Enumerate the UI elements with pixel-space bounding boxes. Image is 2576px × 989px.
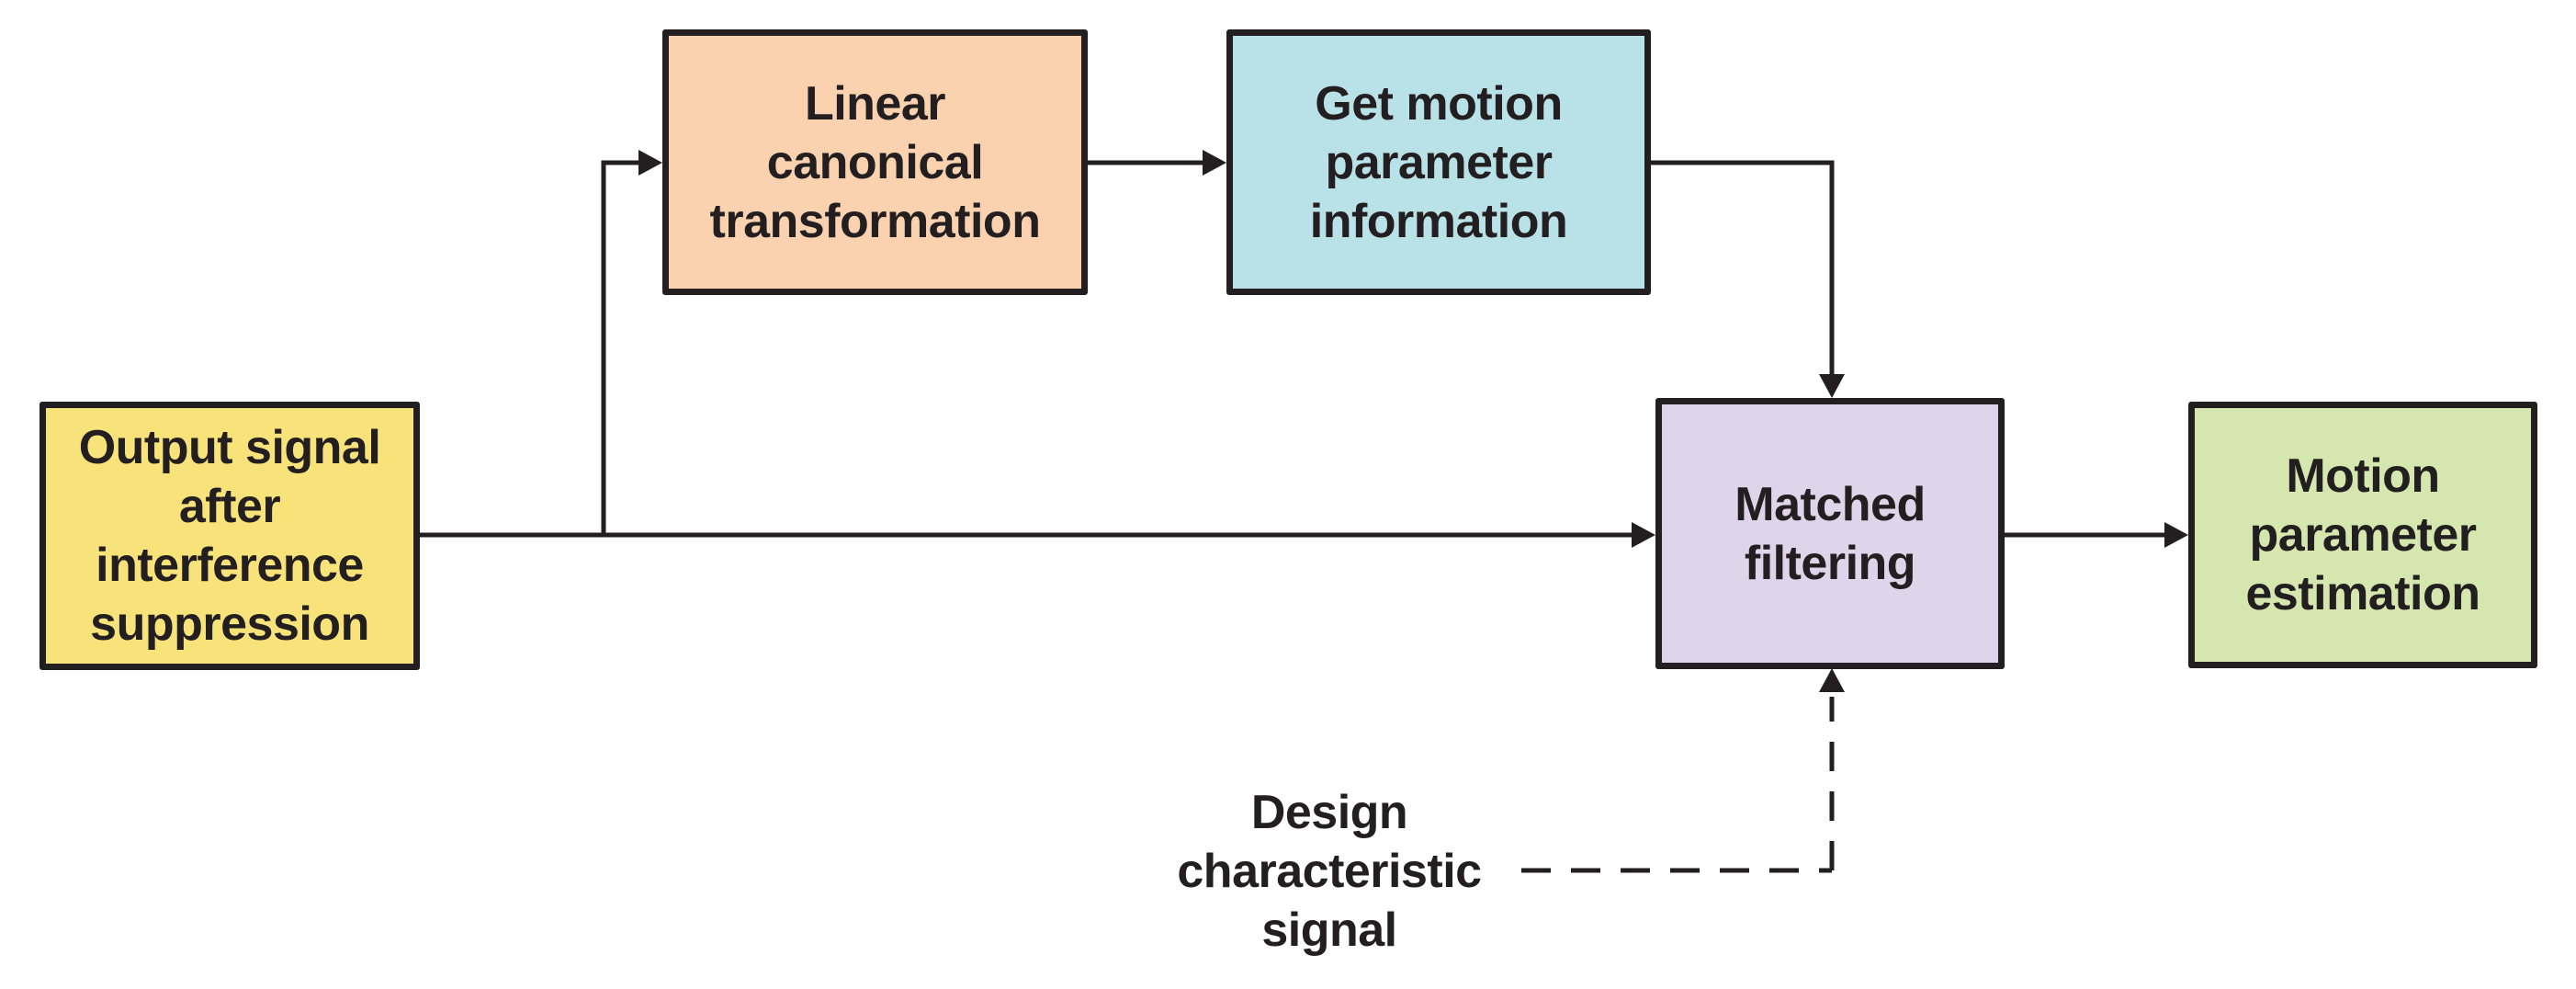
arrowhead-into-matched-left	[1632, 522, 1655, 548]
arrowhead-into-linear	[638, 150, 662, 176]
node-motion-estimation-label: Motion parameter estimation	[2245, 449, 2480, 620]
design-characteristic-signal-label: Design characteristic signal	[1177, 786, 1482, 957]
node-output-signal-label: Output signal after interference suppres…	[78, 421, 381, 651]
edge-design-to-matched	[1521, 697, 1835, 873]
node-output-signal: Output signal after interference suppres…	[40, 402, 420, 670]
arrowhead-into-matched-top	[1819, 374, 1845, 398]
arrowhead-into-estimation	[2164, 522, 2188, 548]
edge-getmotion-to-matched	[1651, 160, 1835, 374]
edge-output-to-linear	[601, 160, 638, 537]
node-get-motion-label: Get motion parameter information	[1309, 76, 1568, 248]
node-linear-canonical-label: Linear canonical transformation	[709, 76, 1041, 248]
arrowhead-into-getmotion	[1203, 150, 1226, 176]
node-motion-estimation: Motion parameter estimation	[2188, 402, 2537, 668]
arrowhead-into-matched-bottom	[1819, 668, 1845, 692]
node-matched-filtering: Matched filtering	[1655, 398, 2005, 669]
node-linear-canonical: Linear canonical transformation	[662, 29, 1088, 295]
node-get-motion: Get motion parameter information	[1226, 29, 1651, 295]
node-matched-filtering-label: Matched filtering	[1734, 477, 1926, 590]
